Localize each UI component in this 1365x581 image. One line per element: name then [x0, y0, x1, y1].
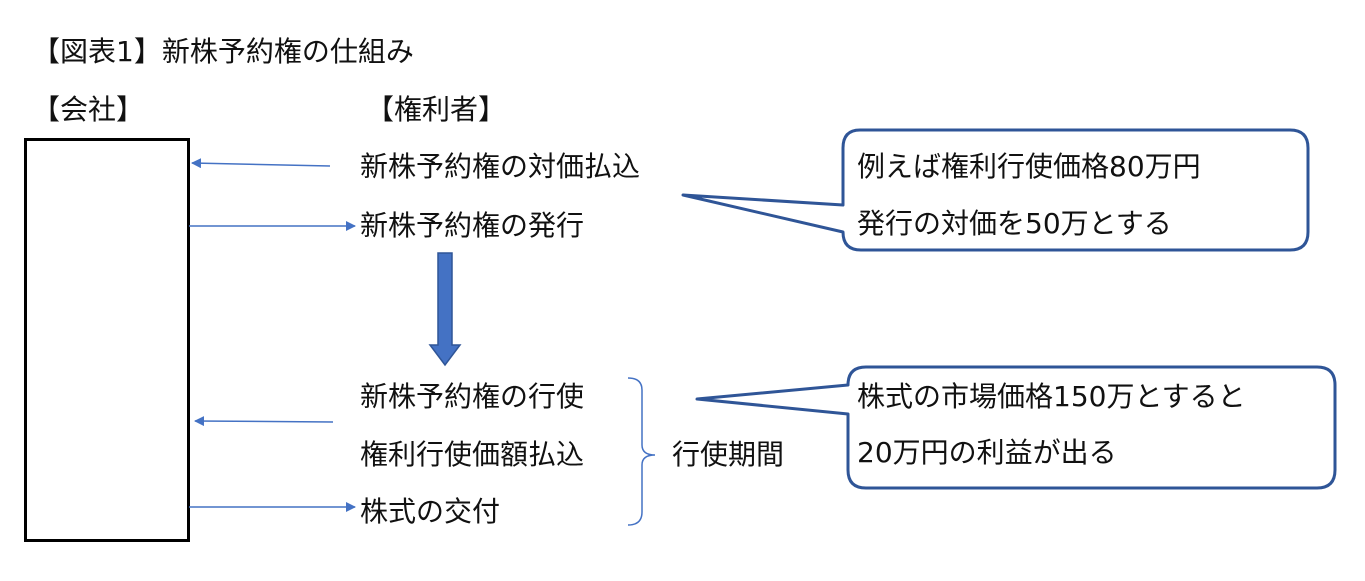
step-option-exercise: 新株予約権の行使: [360, 380, 585, 413]
company-box: [24, 138, 190, 542]
down-arrow: [428, 252, 462, 367]
callout-1-line-1: 例えば権利行使価格80万円: [857, 150, 1201, 183]
callout-2-shape: [695, 365, 1337, 490]
arrow-payment-to-company: [191, 158, 331, 169]
callout-2-line-2: 20万円の利益が出る: [857, 436, 1117, 469]
holder-label: 【権利者】: [366, 93, 507, 126]
step-option-issue: 新株予約権の発行: [360, 209, 585, 242]
step-share-delivery: 株式の交付: [360, 495, 501, 528]
figure-title: 【図表1】新株予約権の仕組み: [32, 35, 414, 68]
exercise-period-label: 行使期間: [672, 438, 785, 471]
callout-1-line-2: 発行の対価を50万とする: [857, 207, 1172, 240]
callout-2-line-1: 株式の市場価格150万とすると: [857, 380, 1246, 413]
step-option-payment: 新株予約権の対価払込: [360, 150, 641, 183]
step-exercise-price-payment: 権利行使価額払込: [360, 438, 585, 471]
callout-1-shape: [681, 128, 1310, 252]
exercise-period-brace: [627, 377, 656, 526]
arrow-exercise-payment-to-company: [194, 416, 334, 427]
company-label: 【会社】: [32, 93, 145, 126]
